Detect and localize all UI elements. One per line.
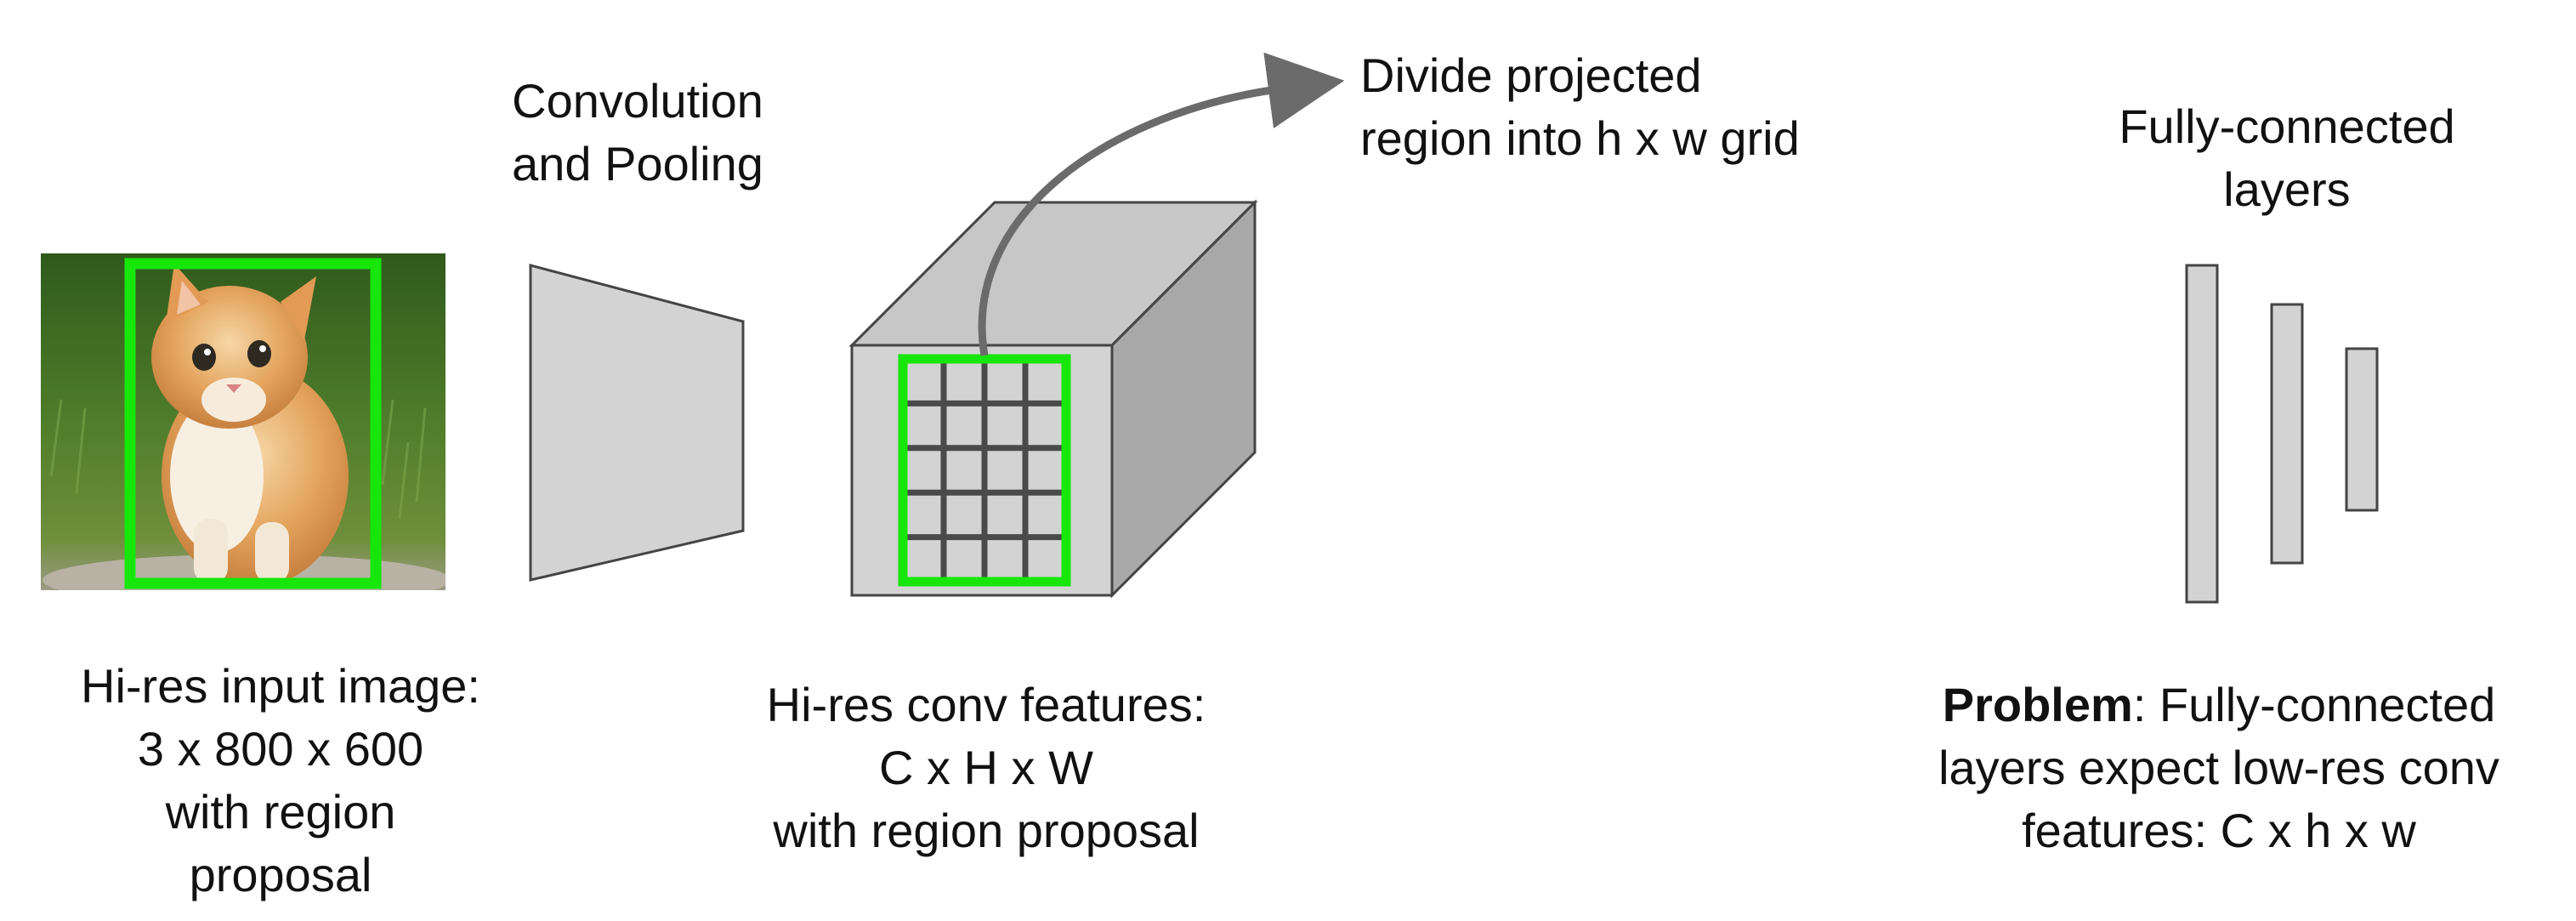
features-line-2: C x H x W	[879, 741, 1093, 794]
problem-line-1-rest: : Fully-connected	[2132, 678, 2496, 731]
region-proposal-box	[124, 258, 382, 589]
problem-line-3: features: C x h x w	[2022, 804, 2416, 857]
problem-line-1: Problem: Fully-connected	[1870, 674, 2567, 736]
kitten-photo	[41, 253, 445, 590]
fc-layers	[2185, 264, 2379, 604]
divide-label: Divide projected region into h x w grid	[1360, 44, 1955, 170]
curved-arrow	[978, 52, 1345, 356]
conv-pool-label: Convolution and Pooling	[442, 70, 833, 196]
problem-line-2: layers expect low-res conv	[1938, 741, 2499, 794]
input-line-2: 3 x 800 x 600	[137, 722, 424, 776]
conv-pool-line-1: Convolution	[512, 74, 763, 128]
problem-bold: Problem	[1942, 678, 2133, 731]
input-line-1: Hi-res input image:	[81, 659, 480, 713]
fc-bar-1	[2185, 264, 2219, 604]
divide-line-2: region into h x w grid	[1360, 111, 1800, 165]
features-line-3: with region proposal	[773, 804, 1200, 857]
conv-pool-line-2: and Pooling	[512, 137, 763, 190]
divide-line-1: Divide projected	[1360, 48, 1702, 102]
input-line-4: proposal	[189, 848, 372, 901]
problem-caption: Problem: Fully-connected layers expect l…	[1870, 674, 2567, 862]
features-caption: Hi-res conv features: C x H x W with reg…	[697, 674, 1275, 862]
region-grid	[903, 359, 1066, 582]
features-line-1: Hi-res conv features:	[766, 678, 1206, 731]
input-line-3: with region	[165, 785, 396, 839]
fc-bar-3	[2345, 347, 2379, 512]
projected-region-box	[898, 354, 1071, 587]
input-caption: Hi-res input image: 3 x 800 x 600 with r…	[17, 655, 544, 907]
fc-line-1: Fully-connected	[2119, 99, 2455, 153]
conv-pool-block	[529, 264, 745, 582]
fc-line-2: layers	[2223, 162, 2351, 216]
fc-bar-2	[2270, 303, 2304, 565]
fc-label: Fully-connected layers	[2057, 95, 2516, 221]
